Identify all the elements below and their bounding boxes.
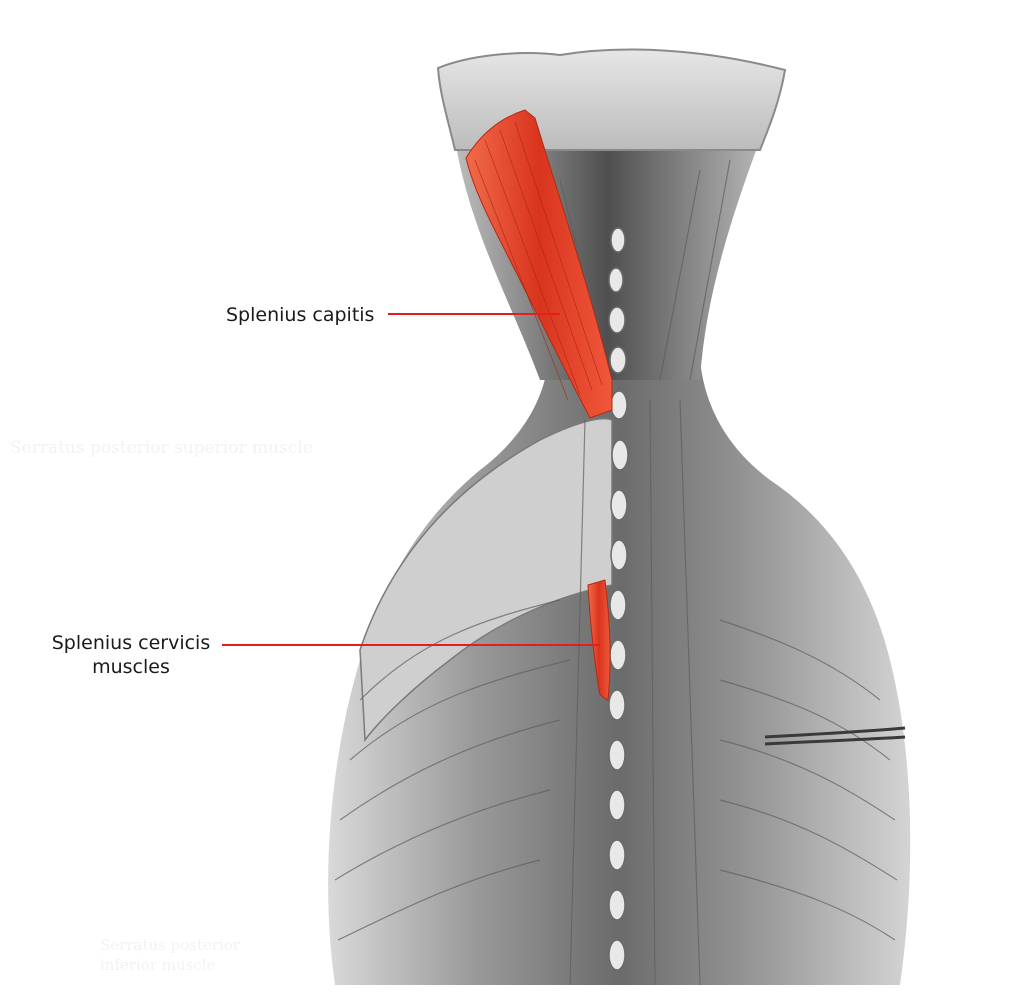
- label-splenius-cervicis-line2: muscles: [92, 656, 170, 678]
- label-splenius-capitis: Splenius capitis: [226, 304, 375, 326]
- retractor-hook: [764, 726, 906, 746]
- serratus-posterior-superior: [359, 418, 613, 743]
- splenius-cervicis-muscle: [587, 579, 611, 701]
- label-splenius-cervicis: Splenius cervicis muscles: [48, 631, 214, 679]
- watermark-serratus-superior: Serratus posterior superior muscle: [10, 438, 313, 458]
- label-splenius-cervicis-line1: Splenius cervicis: [51, 632, 211, 654]
- watermark-line-2: inferior muscle: [100, 956, 216, 974]
- watermark-line-1: Serratus posterior: [100, 936, 240, 954]
- splenius-capitis-fibers: [474, 121, 603, 401]
- watermark-serratus-inferior: Serratus posterior inferior muscle: [100, 935, 240, 975]
